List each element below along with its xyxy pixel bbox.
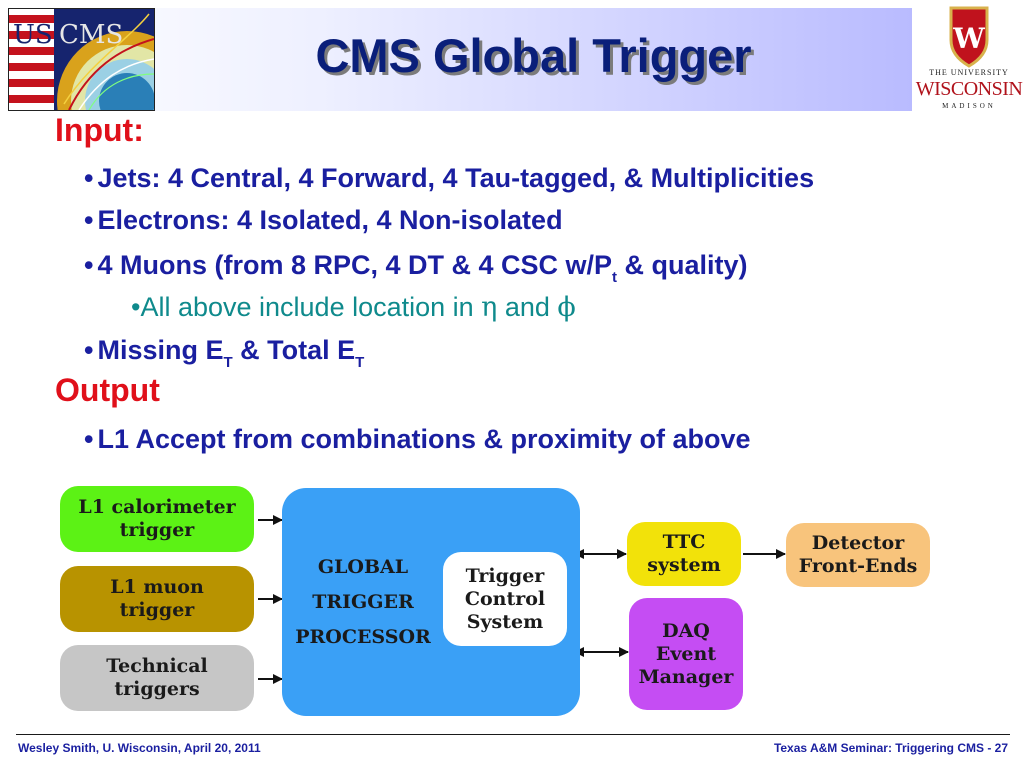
bullet-jets: •Jets: 4 Central, 4 Forward, 4 Tau-tagge… [84,163,815,193]
bullet-muons-sub: t [612,269,618,286]
bullet-missing-et: •Missing ET & Total ET [84,335,365,371]
bullet-muons-post: & quality) [617,250,748,280]
daq-line1: DAQ [662,619,710,642]
daq-line3: Manager [638,665,734,688]
tcs-line1: Trigger [465,564,545,587]
l1-muon-line1: L1 muon [110,576,204,598]
uw-madison: MADISON [942,102,996,110]
slide-title: CMS Global Trigger [315,29,752,82]
bullet-electrons: •Electrons: 4 Isolated, 4 Non-isolated [84,205,563,235]
ttc-line1: TTC [662,531,706,553]
uw-wisconsin: WISCONSIN [915,78,1023,100]
eta-symbol: η [481,292,498,323]
svg-text:US: US [13,20,53,50]
ttc-line2: system [647,554,721,576]
bullet-jets-text: Jets: 4 Central, 4 Forward, 4 Tau-tagged… [97,163,815,193]
tcs-line2: Control [464,587,546,610]
daq-line2: Event [655,642,717,665]
sub-bullet-location: •All above include location in η and ϕ [131,292,576,323]
sub-bullet-pre: All above include location in [140,292,482,322]
sub-bullet-mid: and [497,292,558,322]
uw-the-university: THE UNIVERSITY [929,68,1009,77]
input-heading: Input: [55,112,144,148]
bullet-muons-pre: 4 Muons (from 8 RPC, 4 DT & 4 CSC w/P [97,250,613,280]
bullet-l1-accept-text: L1 Accept from combinations & proximity … [97,424,751,454]
footer-author: Wesley Smith, U. Wisconsin, April 20, 20… [18,741,261,755]
det-line2: Front-Ends [798,555,918,577]
bullet-missing-pre: Missing E [97,335,224,365]
phi-symbol: ϕ [557,292,576,323]
l1-muon-line2: trigger [119,599,195,621]
bullet-l1-accept: •L1 Accept from combinations & proximity… [84,424,751,454]
tcs-line3: System [466,610,544,633]
bullet-missing-sub1: T [223,354,233,371]
det-line1: Detector [811,532,905,554]
bullet-muons: •4 Muons (from 8 RPC, 4 DT & 4 CSC w/Pt … [84,250,748,286]
bullet-missing-mid: & Total E [232,335,356,365]
uscms-logo: US CMS [8,8,155,111]
svg-text:CMS: CMS [59,20,123,50]
gtp-line2: TRIGGER [312,591,414,613]
tech-line2: triggers [114,678,200,700]
bullet-electrons-text: Electrons: 4 Isolated, 4 Non-isolated [97,205,563,235]
footer-divider [16,734,1010,735]
tech-line1: Technical [106,655,208,677]
gtp-line1: GLOBAL [317,556,409,578]
bullet-missing-sub2: T [355,354,365,371]
l1-calo-line2: trigger [119,519,195,541]
wisconsin-crest-logo: W THE UNIVERSITY WISCONSIN MADISON [914,4,1024,112]
l1-calo-line1: L1 calorimeter [78,496,236,518]
svg-text:W: W [952,22,985,55]
gtp-line3: PROCESSOR [295,626,431,648]
output-heading: Output [55,372,160,408]
footer-seminar-page: Texas A&M Seminar: Triggering CMS - 27 [773,741,1008,755]
